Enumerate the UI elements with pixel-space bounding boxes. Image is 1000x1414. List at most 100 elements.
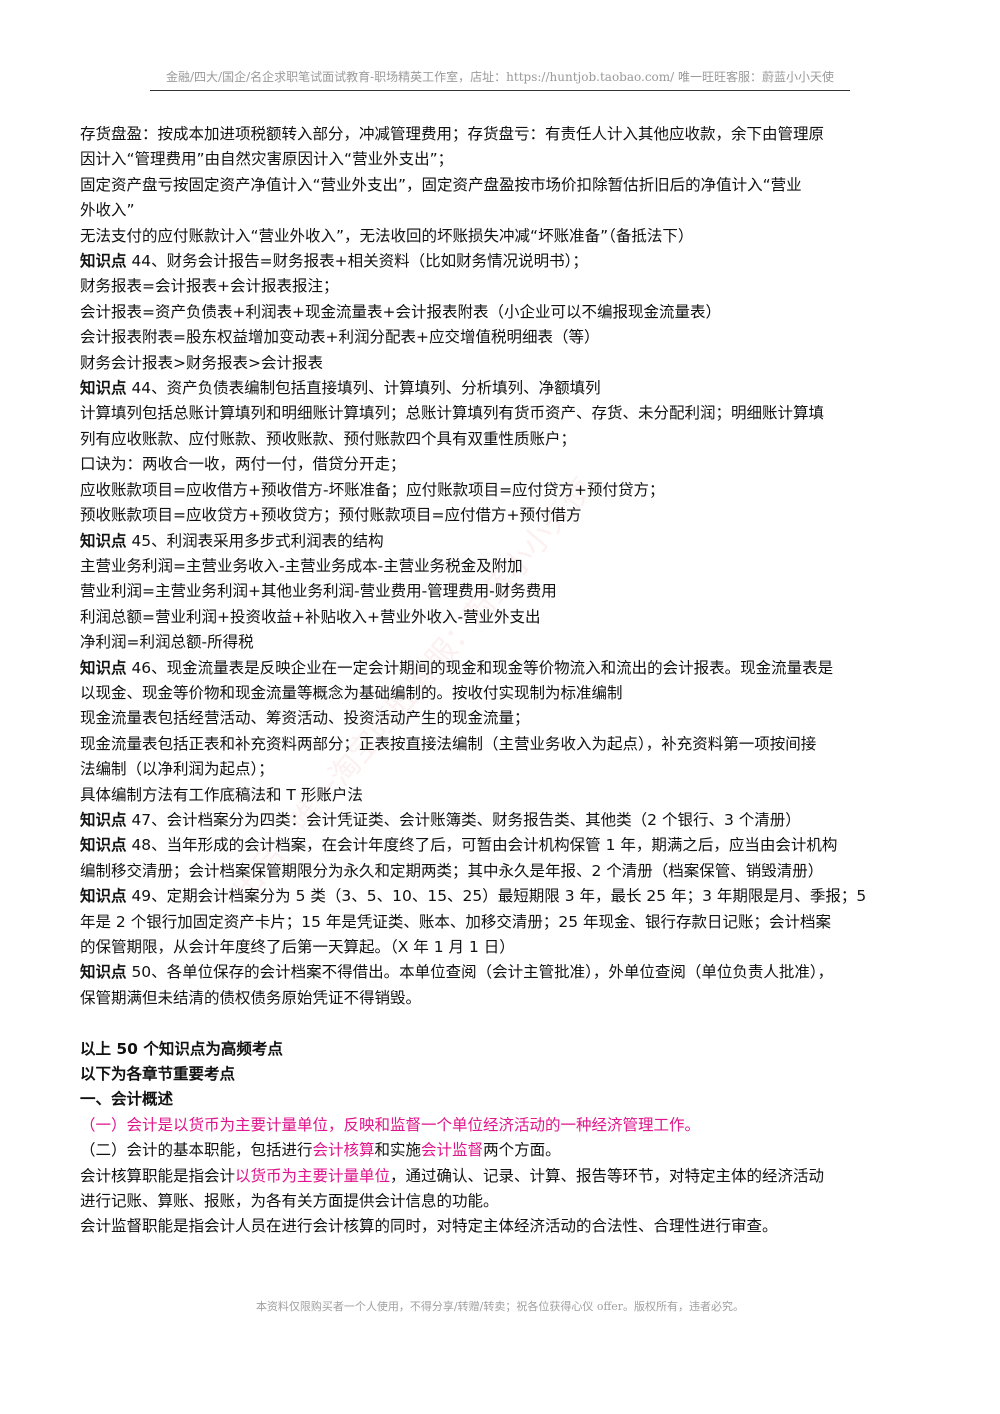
line-text: 的保管期限，从会计年度终了后第一天算起。（X 年 1 月 1 日） [80, 938, 515, 956]
heading-chapters: 以下为各章节重要考点 [80, 1065, 236, 1084]
knowledge-point-label: 知识点 [80, 379, 127, 398]
page-header: 金融/四大/国企/名企求职笔试面试教育-职场精英工作室，店址：https://h… [150, 68, 850, 91]
line-text: 44、资产负债表编制包括直接填列、计算填列、分析填列、净额填列 [126, 379, 601, 398]
line-text: 口诀为：两收合一收，两付一付，借贷分开走； [80, 455, 406, 474]
line-text: 净利润=利润总额-所得税 [80, 633, 254, 652]
text-line: 主营业务利润=主营业务收入-主营业务成本-主营业务税金及附加 [80, 554, 925, 579]
text-line: 年是 2 个银行加固定资产卡片；15 年是凭证类、账本、加移交清册；25 年现金… [80, 910, 925, 935]
line-text: 现金流量表包括正表和补充资料两部分；正表按直接法编制（主营业务收入为起点），补充… [80, 734, 817, 753]
line-text: 财务会计报表>财务报表>会计报表 [80, 353, 323, 372]
line-text: 主营业务利润=主营业务收入-主营业务成本-主营业务税金及附加 [80, 556, 523, 575]
text-line: 知识点 49、定期会计档案分为 5 类（3、5、10、15、25）最短期限 3 … [80, 884, 925, 909]
text-line: 知识点 44、资产负债表编制包括直接填列、计算填列、分析填列、净额填列 [80, 376, 925, 401]
line-text: 法编制（以净利润为起点）； [80, 760, 274, 779]
text-segment: 会计核算职能是指会计 [80, 1166, 236, 1185]
text-line: 固定资产盘亏按固定资产净值计入“营业外支出”，固定资产盘盈按市场价扣除暂估折旧后… [80, 173, 925, 198]
text-line: 存货盘盈：按成本加进项税额转入部分，冲减管理费用；存货盘亏：有责任人计入其他应收… [80, 122, 925, 147]
line-text: 以现金、现金等价物和现金流量等概念为基础编制的。按收付实现制为标准编制 [80, 683, 623, 702]
text-line: 会计报表附表=股东权益增加变动表+利润分配表+应交增值税明细表（等） [80, 325, 925, 350]
text-line: 无法支付的应付账款计入“营业外收入”，无法收回的坏账损失冲减“坏账准备”（备抵法… [80, 224, 925, 249]
paragraph-accounting-function: 会计核算职能是指会计以货币为主要计量单位，通过确认、记录、计算、报告等环节，对特… [80, 1164, 925, 1189]
line-text: 50、各单位保存的会计档案不得借出。本单位查阅（会计主管批准），外单位查阅（单位… [126, 963, 834, 982]
text-line: 预收账款项目=应收贷方+预收贷方；预付账款项目=应付借方+预付借方 [80, 503, 925, 528]
knowledge-point-label: 知识点 [80, 810, 127, 829]
text-segment: （二）会计的基本职能，包括进行 [80, 1141, 313, 1160]
highlight-supervision: 会计监督 [421, 1141, 484, 1160]
text-line: 知识点 47、会计档案分为四类：会计凭证类、会计账簿类、财务报告类、其他类（2 … [80, 808, 925, 833]
line-text: 保管期满但未结清的债权债务原始凭证不得销毁。 [80, 988, 422, 1007]
paragraph-supervision-function: 会计监督职能是指会计人员在进行会计核算的同时，对特定主体经济活动的合法性、合理性… [80, 1217, 778, 1236]
knowledge-point-label: 知识点 [80, 887, 127, 906]
text-line: 保管期满但未结清的债权债务原始凭证不得销毁。 [80, 986, 925, 1011]
text-line: 知识点 48、当年形成的会计档案，在会计年度终了后，可暂由会计机构保管 1 年，… [80, 833, 925, 858]
paragraph-definition: （一）会计是以货币为主要计量单位，反映和监督一个单位经济活动的一种经济管理工作。 [80, 1115, 701, 1134]
line-text: 会计报表附表=股东权益增加变动表+利润分配表+应交增值税明细表（等） [80, 328, 600, 347]
text-segment: 两个方面。 [483, 1141, 561, 1160]
footer-text: 本资料仅限购买者一个人使用，不得分享/转赠/转卖；祝各位获得心仪 offer。版… [255, 1300, 745, 1313]
text-line: 净利润=利润总额-所得税 [80, 630, 925, 655]
heading-accounting-overview: 一、会计概述 [80, 1090, 174, 1109]
line-text: 计算填列包括总账计算填列和明细账计算填列；总账计算填列有货币资产、存货、未分配利… [80, 404, 825, 423]
paragraph-accounting-function-cont: 进行记账、算账、报账，为各有关方面提供会计信息的功能。 [80, 1192, 499, 1211]
line-text: 外收入” [80, 201, 135, 220]
text-line: 知识点 50、各单位保存的会计档案不得借出。本单位查阅（会计主管批准），外单位查… [80, 960, 925, 985]
line-text: 财务报表=会计报表+会计报表报注； [80, 277, 339, 296]
highlight-accounting: 会计核算 [312, 1141, 375, 1160]
line-text: 因计入“管理费用”由自然灾害原因计入“营业外支出”； [80, 150, 454, 169]
text-line: 列有应收账款、应付账款、预收账款、预付账款四个具有双重性质账户； [80, 427, 925, 452]
line-text: 预收账款项目=应收贷方+预收贷方；预付账款项目=应付借方+预付借方 [80, 506, 582, 525]
line-text: 48、当年形成的会计档案，在会计年度终了后，可暂由会计机构保管 1 年，期满之后… [126, 836, 838, 855]
text-line: 应收账款项目=应收借方+预收借方-坏账准备；应付账款项目=应付贷方+预付贷方； [80, 478, 925, 503]
text-line: 现金流量表包括正表和补充资料两部分；正表按直接法编制（主营业务收入为起点），补充… [80, 732, 925, 757]
line-text: 营业利润=主营业务利润+其他业务利润-营业费用-管理费用-财务费用 [80, 582, 557, 601]
line-text: 47、会计档案分为四类：会计凭证类、会计账簿类、财务报告类、其他类（2 个银行、… [126, 810, 801, 829]
text-line: 具体编制方法有工作底稿法和 T 形账户法 [80, 783, 925, 808]
knowledge-point-label: 知识点 [80, 963, 127, 982]
text-line: 知识点 45、利润表采用多步式利润表的结构 [80, 529, 925, 554]
text-line: 计算填列包括总账计算填列和明细账计算填列；总账计算填列有货币资产、存货、未分配利… [80, 401, 925, 426]
text-line: 现金流量表包括经营活动、筹资活动、投资活动产生的现金流量； [80, 706, 925, 731]
knowledge-points: 存货盘盈：按成本加进项税额转入部分，冲减管理费用；存货盘亏：有责任人计入其他应收… [80, 122, 925, 1011]
text-line: 的保管期限，从会计年度终了后第一天算起。（X 年 1 月 1 日） [80, 935, 925, 960]
text-line: 以现金、现金等价物和现金流量等概念为基础编制的。按收付实现制为标准编制 [80, 681, 925, 706]
line-text: 年是 2 个银行加固定资产卡片；15 年是凭证类、账本、加移交清册；25 年现金… [80, 912, 832, 931]
spacer [80, 1011, 925, 1036]
line-text: 编制移交清册；会计档案保管期限分为永久和定期两类；其中永久是年报、2 个清册（档… [80, 861, 824, 880]
text-line: 口诀为：两收合一收，两付一付，借贷分开走； [80, 452, 925, 477]
line-text: 49、定期会计档案分为 5 类（3、5、10、15、25）最短期限 3 年，最长… [126, 887, 867, 906]
text-line: 知识点 44、财务会计报告=财务报表+相关资料（比如财务情况说明书）； [80, 249, 925, 274]
line-text: 无法支付的应付账款计入“营业外收入”，无法收回的坏账损失冲减“坏账准备”（备抵法… [80, 226, 694, 245]
text-line: 会计报表=资产负债表+利润表+现金流量表+会计报表附表（小企业可以不编报现金流量… [80, 300, 925, 325]
line-text: 45、利润表采用多步式利润表的结构 [126, 531, 384, 550]
line-text: 列有应收账款、应付账款、预收账款、预付账款四个具有双重性质账户； [80, 429, 577, 448]
line-text: 现金流量表包括经营活动、筹资活动、投资活动产生的现金流量； [80, 709, 530, 728]
line-text: 利润总额=营业利润+投资收益+补贴收入+营业外收入-营业外支出 [80, 607, 541, 626]
line-text: 46、现金流量表是反映企业在一定会计期间的现金和现金等价物流入和流出的会计报表。… [126, 658, 834, 677]
text-line: 法编制（以净利润为起点）； [80, 757, 925, 782]
line-text: 会计报表=资产负债表+利润表+现金流量表+会计报表附表（小企业可以不编报现金流量… [80, 302, 721, 321]
highlight-currency-unit: 以货币为主要计量单位 [235, 1166, 391, 1185]
text-segment: 和实施 [374, 1141, 422, 1160]
header-text: 金融/四大/国企/名企求职笔试面试教育-职场精英工作室，店址：https://h… [165, 70, 835, 84]
line-text: 具体编制方法有工作底稿法和 T 形账户法 [80, 785, 363, 804]
text-segment: ，通过确认、记录、计算、报告等环节，对特定主体的经济活动 [390, 1166, 825, 1185]
heading-high-frequency: 以上 50 个知识点为高频考点 [80, 1039, 283, 1058]
paragraph-basic-functions: （二）会计的基本职能，包括进行会计核算和实施会计监督两个方面。 [80, 1138, 925, 1163]
text-line: 编制移交清册；会计档案保管期限分为永久和定期两类；其中永久是年报、2 个清册（档… [80, 859, 925, 884]
knowledge-point-label: 知识点 [80, 836, 127, 855]
knowledge-point-label: 知识点 [80, 531, 127, 550]
knowledge-point-label: 知识点 [80, 252, 127, 271]
page-footer: 本资料仅限购买者一个人使用，不得分享/转赠/转卖；祝各位获得心仪 offer。版… [0, 1298, 1000, 1314]
document-body: 存货盘盈：按成本加进项税额转入部分，冲减管理费用；存货盘亏：有责任人计入其他应收… [80, 122, 925, 1240]
text-line: 知识点 46、现金流量表是反映企业在一定会计期间的现金和现金等价物流入和流出的会… [80, 656, 925, 681]
knowledge-point-label: 知识点 [80, 658, 127, 677]
text-line: 外收入” [80, 198, 925, 223]
line-text: 固定资产盘亏按固定资产净值计入“营业外支出”，固定资产盘盈按市场价扣除暂估折旧后… [80, 175, 802, 194]
line-text: 应收账款项目=应收借方+预收借方-坏账准备；应付账款项目=应付贷方+预付贷方； [80, 480, 665, 499]
text-line: 营业利润=主营业务利润+其他业务利润-营业费用-管理费用-财务费用 [80, 579, 925, 604]
line-text: 44、财务会计报告=财务报表+相关资料（比如财务情况说明书）； [126, 252, 588, 271]
text-line: 财务会计报表>财务报表>会计报表 [80, 351, 925, 376]
text-line: 因计入“管理费用”由自然灾害原因计入“营业外支出”； [80, 147, 925, 172]
text-line: 利润总额=营业利润+投资收益+补贴收入+营业外收入-营业外支出 [80, 605, 925, 630]
line-text: 存货盘盈：按成本加进项税额转入部分，冲减管理费用；存货盘亏：有责任人计入其他应收… [80, 125, 825, 143]
